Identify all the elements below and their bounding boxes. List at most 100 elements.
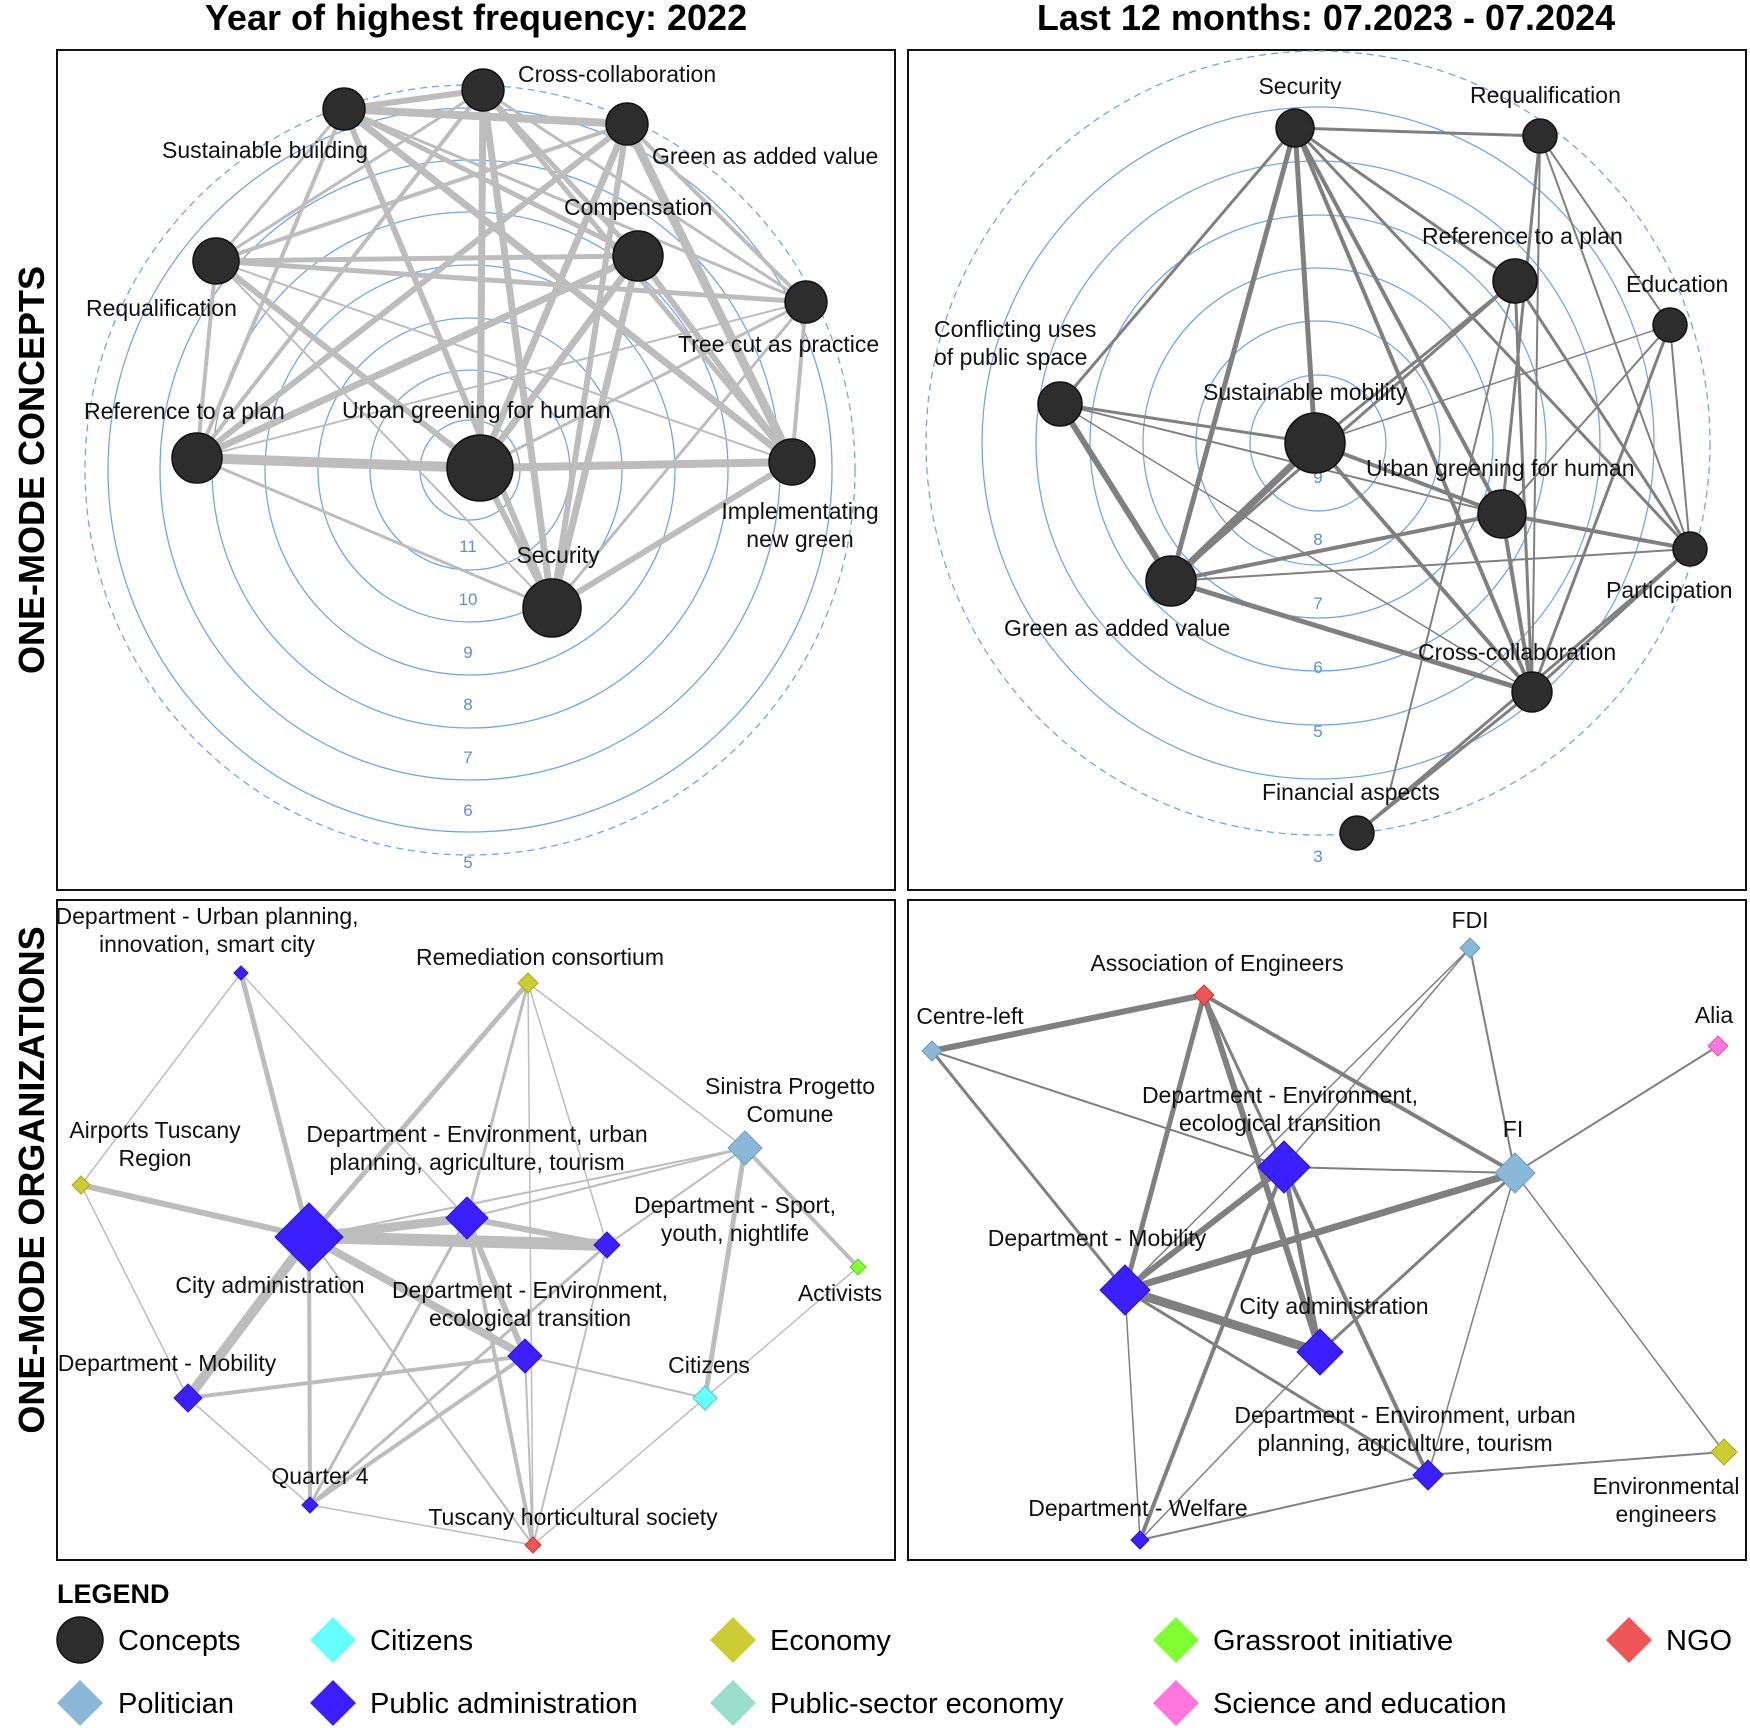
edge bbox=[183, 1232, 314, 1403]
edge bbox=[78, 1182, 312, 1240]
edge bbox=[702, 1145, 748, 1401]
node-labels: Security Requalification Reference to a … bbox=[934, 73, 1733, 805]
edge bbox=[1169, 512, 1504, 583]
node-label: Reference to a plan bbox=[1422, 223, 1623, 249]
label-line: Department - Environment, bbox=[392, 1277, 668, 1303]
node-conflicting-uses bbox=[1037, 381, 1083, 427]
node-sustainable-mobility bbox=[1284, 412, 1346, 474]
nodes bbox=[171, 68, 828, 638]
ring bbox=[1089, 214, 1547, 672]
edge bbox=[1292, 125, 1318, 446]
edge bbox=[341, 87, 486, 112]
edge bbox=[1389, 280, 1516, 791]
node-alia bbox=[1707, 1035, 1729, 1057]
edge bbox=[1058, 402, 1317, 445]
edge bbox=[1202, 993, 1286, 1169]
node-financial-aspects bbox=[1339, 815, 1375, 851]
edge bbox=[1669, 324, 1691, 550]
node-green-as-added-value bbox=[1145, 555, 1197, 607]
edge bbox=[476, 458, 796, 472]
nodes bbox=[1037, 108, 1708, 851]
node-label: Citizens bbox=[668, 1352, 750, 1378]
edge bbox=[341, 106, 555, 611]
node-security bbox=[522, 578, 582, 638]
legend-label: Economy bbox=[770, 1625, 891, 1657]
node-dept-urban-planning bbox=[233, 965, 249, 981]
node-compensation bbox=[612, 230, 664, 282]
label-line: innovation, smart city bbox=[99, 931, 316, 957]
edge bbox=[1293, 126, 1517, 283]
edge bbox=[1282, 1165, 1430, 1477]
node-urban-greening-for-human bbox=[1477, 489, 1527, 539]
edge bbox=[303, 1231, 613, 1251]
ring bbox=[1142, 267, 1494, 619]
label-line: Sinistra Progetto bbox=[705, 1073, 875, 1099]
label-line: planning, agriculture, tourism bbox=[329, 1149, 624, 1175]
row-title-organizations: ONE-MODE ORGANIZATIONS bbox=[11, 926, 52, 1433]
edge bbox=[548, 252, 642, 612]
edge bbox=[213, 258, 483, 471]
edge bbox=[308, 1147, 746, 1238]
edge bbox=[1514, 1045, 1719, 1174]
node-green-as-added-value bbox=[605, 102, 649, 146]
edge bbox=[195, 107, 346, 460]
legend-public-administration-icon bbox=[310, 1680, 356, 1726]
edges bbox=[1057, 125, 1692, 835]
edge bbox=[466, 1147, 746, 1219]
edge bbox=[1057, 401, 1174, 584]
label-line: Airports Tuscany bbox=[69, 1117, 241, 1143]
legend-citizens-icon bbox=[310, 1617, 356, 1663]
node-association-of-engineers bbox=[1193, 984, 1215, 1006]
edge bbox=[1313, 441, 1504, 516]
edge bbox=[1122, 992, 1207, 1293]
node-label: Remediation consortium bbox=[416, 944, 664, 970]
edge bbox=[196, 301, 807, 459]
legend-economy-icon bbox=[710, 1617, 756, 1663]
node-label: Department - Mobility bbox=[58, 1350, 277, 1376]
edge bbox=[308, 1216, 469, 1507]
edge bbox=[340, 105, 631, 128]
edge bbox=[1355, 690, 1534, 835]
ring-label: 10 bbox=[459, 590, 478, 609]
node-label: Requalification bbox=[86, 295, 237, 321]
legend-label: Citizens bbox=[370, 1625, 473, 1657]
legend-label: Science and education bbox=[1213, 1688, 1506, 1720]
node-dept-environment-urban-planning bbox=[1412, 1459, 1444, 1491]
node-city-administration bbox=[1296, 1328, 1344, 1376]
edge bbox=[214, 122, 629, 263]
node-environmental-engineers bbox=[1710, 1438, 1738, 1466]
label-line: of public space bbox=[934, 344, 1087, 370]
edge bbox=[606, 1147, 746, 1246]
edge bbox=[478, 300, 808, 470]
edge bbox=[930, 1049, 1127, 1292]
edge bbox=[80, 972, 242, 1186]
edge bbox=[215, 260, 793, 463]
node-fdi bbox=[1459, 937, 1481, 959]
node-label: Association of Engineers bbox=[1090, 950, 1343, 976]
edge bbox=[192, 453, 485, 473]
node-labels: FDI Association of Engineers Centre-left… bbox=[916, 907, 1739, 1527]
edge bbox=[549, 121, 630, 611]
column-title-2022: Year of highest frequency: 2022 bbox=[205, 0, 747, 38]
label-line: Environmental bbox=[1592, 1473, 1739, 1499]
edge bbox=[215, 260, 553, 609]
panel-frame-concepts-2022 bbox=[56, 49, 896, 891]
label-line: ecological transition bbox=[429, 1305, 631, 1331]
edge bbox=[342, 107, 808, 304]
node-label: Alia bbox=[1695, 1002, 1734, 1028]
edge bbox=[308, 1354, 527, 1507]
edge bbox=[1500, 134, 1542, 516]
edge bbox=[240, 972, 468, 1219]
panel-frame-concepts-recent bbox=[907, 49, 1747, 891]
ring bbox=[317, 317, 623, 623]
edge bbox=[1427, 1451, 1725, 1476]
row-title-concepts: ONE-MODE CONCEPTS bbox=[11, 266, 52, 674]
node-sustainable-building bbox=[322, 87, 366, 131]
label-line: Department - Environment, urban bbox=[1234, 1402, 1575, 1428]
ring-label: 9 bbox=[463, 643, 472, 662]
edge bbox=[1281, 1164, 1323, 1355]
node-label: City administration bbox=[175, 1272, 364, 1298]
